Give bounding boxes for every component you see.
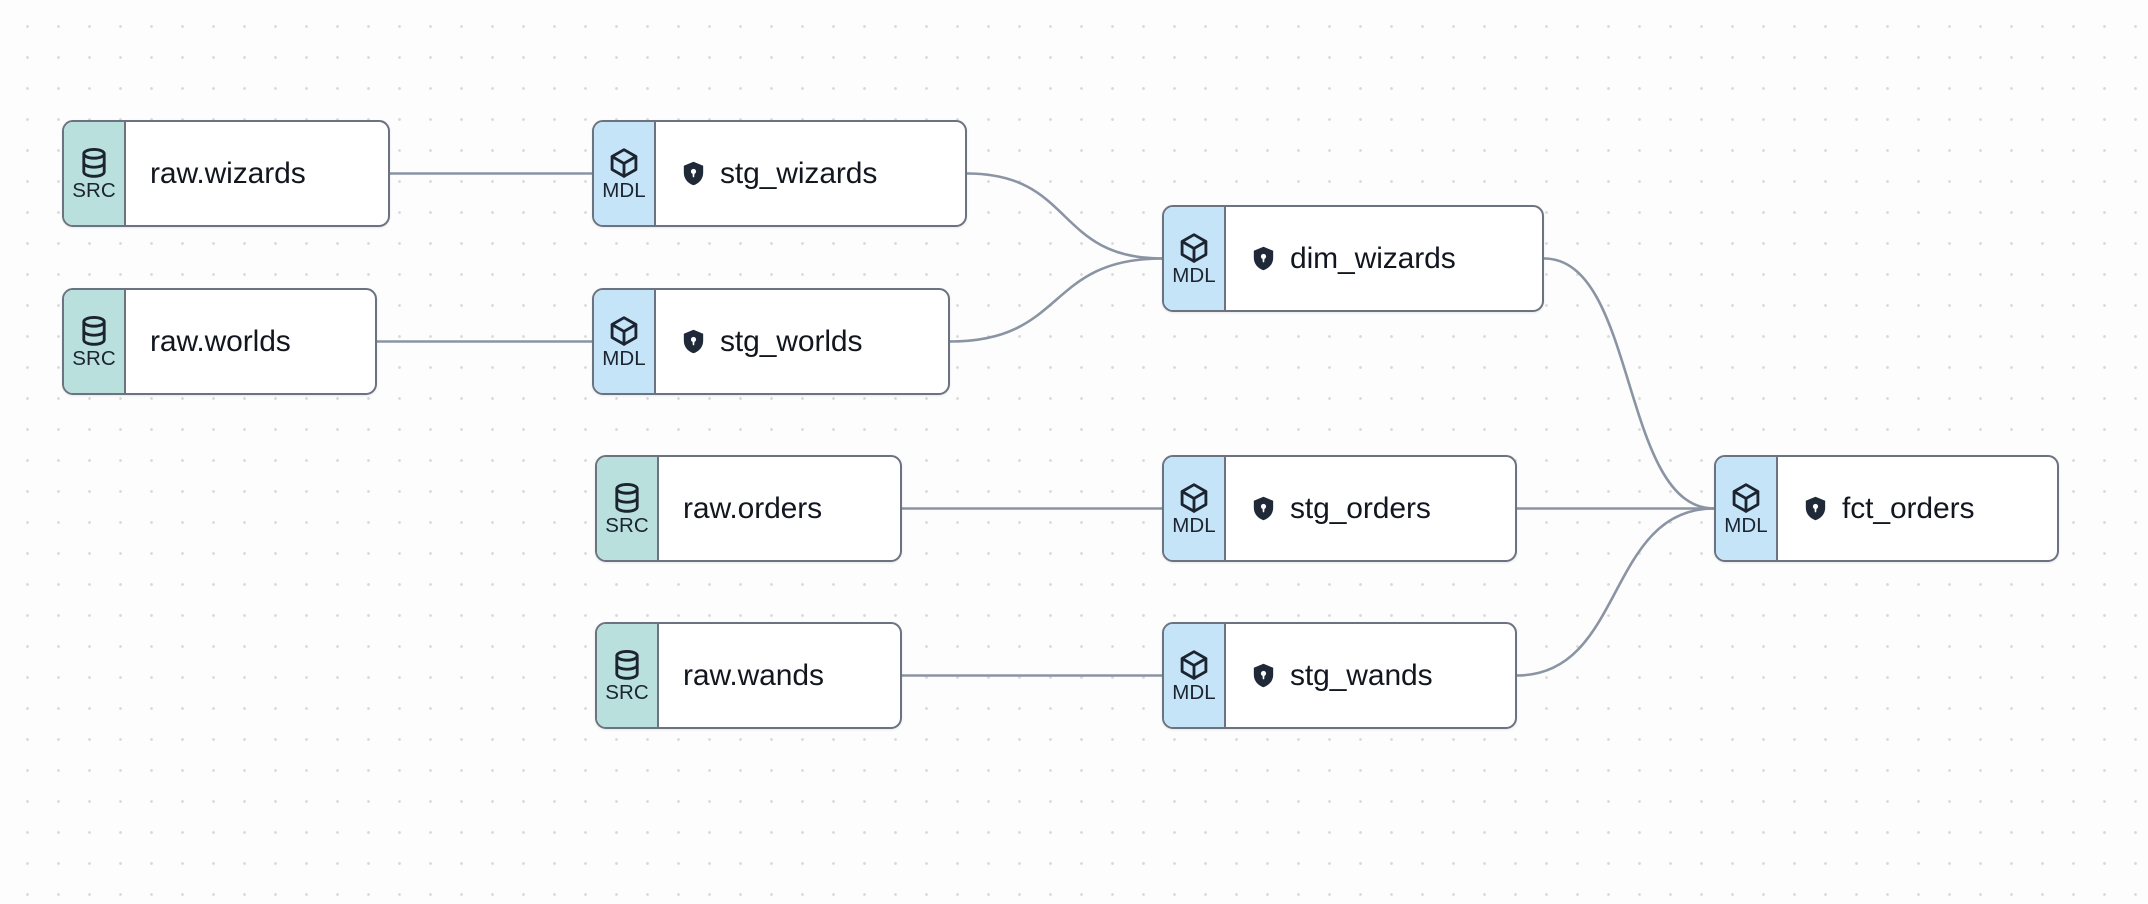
badge-label: SRC bbox=[72, 346, 116, 370]
shield-lock-icon bbox=[1250, 245, 1277, 272]
node-type-badge: SRC bbox=[597, 624, 659, 727]
badge-label: SRC bbox=[72, 178, 116, 202]
node-type-badge: MDL bbox=[1716, 457, 1778, 560]
node-type-badge: SRC bbox=[64, 122, 126, 225]
shield-lock-icon bbox=[1250, 662, 1277, 689]
node-label: dim_wizards bbox=[1290, 241, 1456, 275]
edge-stg_worlds-to-dim_wizards bbox=[948, 257, 1164, 343]
cube-icon bbox=[607, 146, 641, 180]
node-body: raw.wizards bbox=[126, 122, 388, 225]
node-label: fct_orders bbox=[1842, 491, 1975, 525]
node-label: raw.wizards bbox=[150, 156, 306, 190]
badge-label: MDL bbox=[1724, 513, 1768, 537]
node-raw_wands[interactable]: SRC raw.wands bbox=[595, 622, 902, 729]
node-body: raw.worlds bbox=[126, 290, 375, 393]
cube-icon bbox=[1729, 481, 1763, 515]
node-type-badge: SRC bbox=[597, 457, 659, 560]
shield-lock-icon bbox=[680, 328, 707, 355]
node-stg_wands[interactable]: MDL stg_wands bbox=[1162, 622, 1517, 729]
node-body: stg_worlds bbox=[656, 290, 948, 393]
edge-dim_wizards-to-fct_orders bbox=[1542, 257, 1716, 510]
node-label: stg_worlds bbox=[720, 324, 863, 358]
badge-label: MDL bbox=[1172, 680, 1216, 704]
node-label: raw.orders bbox=[683, 491, 823, 525]
badge-label: SRC bbox=[605, 513, 649, 537]
node-stg_wizards[interactable]: MDL stg_wizards bbox=[592, 120, 967, 227]
node-dim_wizards[interactable]: MDL dim_wizards bbox=[1162, 205, 1544, 312]
database-icon bbox=[610, 481, 644, 515]
cube-icon bbox=[1177, 648, 1211, 682]
node-label: stg_wands bbox=[1290, 658, 1433, 692]
node-body: stg_wands bbox=[1226, 624, 1515, 727]
node-body: dim_wizards bbox=[1226, 207, 1542, 310]
database-icon bbox=[77, 146, 111, 180]
database-icon bbox=[77, 314, 111, 348]
node-body: raw.wands bbox=[659, 624, 900, 727]
badge-label: MDL bbox=[602, 346, 646, 370]
node-type-badge: MDL bbox=[1164, 207, 1226, 310]
node-label: raw.worlds bbox=[150, 324, 291, 358]
node-stg_orders[interactable]: MDL stg_orders bbox=[1162, 455, 1517, 562]
node-label: raw.wands bbox=[683, 658, 824, 692]
node-type-badge: MDL bbox=[594, 290, 656, 393]
badge-label: MDL bbox=[1172, 263, 1216, 287]
badge-label: MDL bbox=[1172, 513, 1216, 537]
shield-lock-icon bbox=[680, 160, 707, 187]
node-label: stg_orders bbox=[1290, 491, 1431, 525]
node-type-badge: SRC bbox=[64, 290, 126, 393]
node-raw_orders[interactable]: SRC raw.orders bbox=[595, 455, 902, 562]
badge-label: MDL bbox=[602, 178, 646, 202]
node-raw_worlds[interactable]: SRC raw.worlds bbox=[62, 288, 377, 395]
database-icon bbox=[610, 648, 644, 682]
node-fct_orders[interactable]: MDL fct_orders bbox=[1714, 455, 2059, 562]
node-stg_worlds[interactable]: MDL stg_worlds bbox=[592, 288, 950, 395]
node-raw_wizards[interactable]: SRC raw.wizards bbox=[62, 120, 390, 227]
node-type-badge: MDL bbox=[1164, 457, 1226, 560]
shield-lock-icon bbox=[1250, 495, 1277, 522]
cube-icon bbox=[1177, 481, 1211, 515]
node-body: stg_orders bbox=[1226, 457, 1515, 560]
shield-lock-icon bbox=[1802, 495, 1829, 522]
cube-icon bbox=[607, 314, 641, 348]
node-body: stg_wizards bbox=[656, 122, 965, 225]
cube-icon bbox=[1177, 231, 1211, 265]
node-type-badge: MDL bbox=[1164, 624, 1226, 727]
badge-label: SRC bbox=[605, 680, 649, 704]
edge-stg_wizards-to-dim_wizards bbox=[965, 172, 1164, 260]
edge-stg_wands-to-fct_orders bbox=[1515, 507, 1716, 677]
node-body: fct_orders bbox=[1778, 457, 2057, 560]
node-body: raw.orders bbox=[659, 457, 900, 560]
node-type-badge: MDL bbox=[594, 122, 656, 225]
node-label: stg_wizards bbox=[720, 156, 878, 190]
